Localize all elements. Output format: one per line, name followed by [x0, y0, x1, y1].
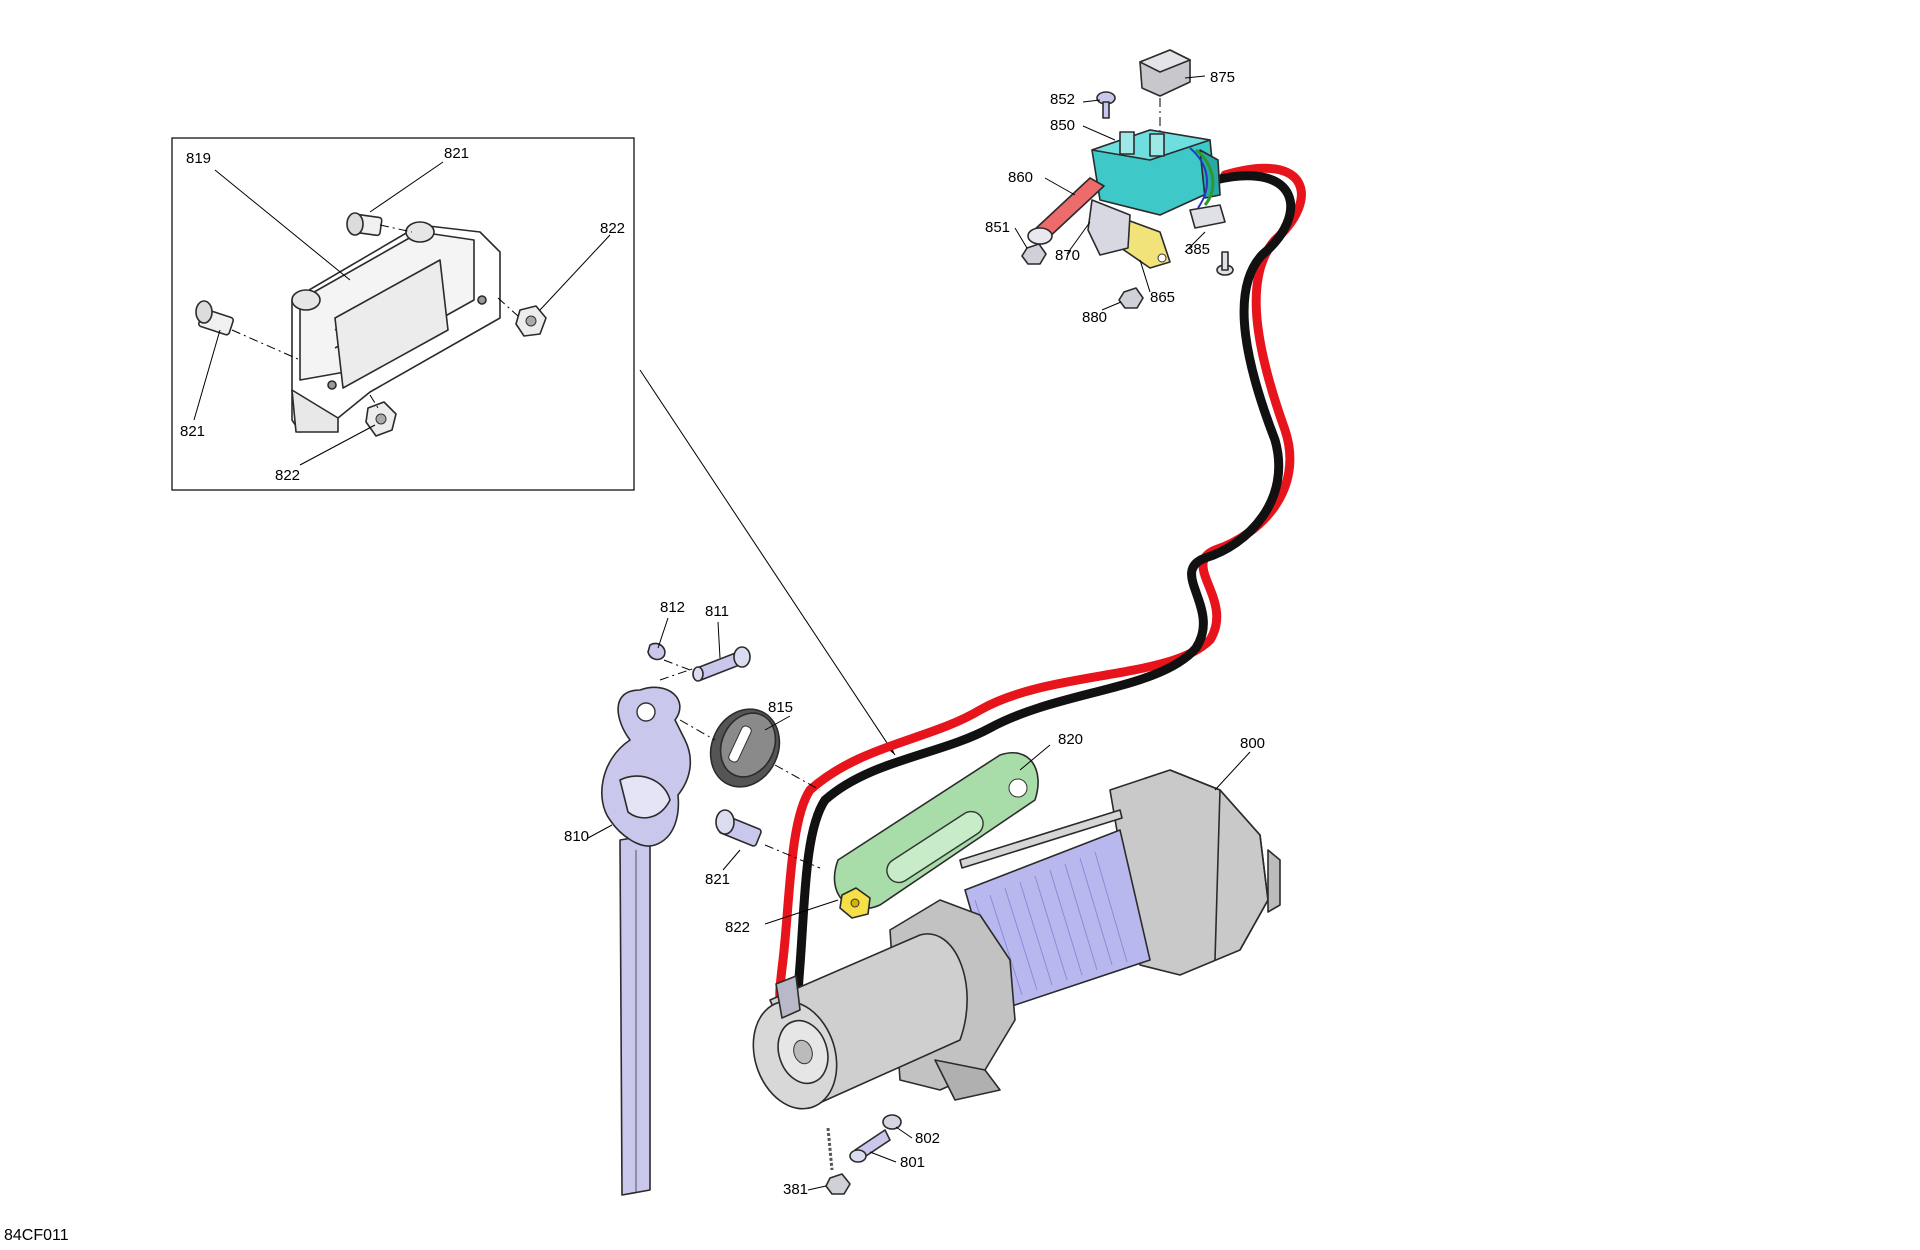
bolt-821	[715, 809, 762, 847]
inset-bolt-821-top	[346, 212, 383, 237]
inset-detail: 819 821 822 821 822	[171, 137, 635, 491]
label-865: 865	[1150, 289, 1175, 306]
bolt-801	[849, 1129, 891, 1163]
hook-strap-assembly: 812 811 815 810 821 822	[564, 599, 839, 1196]
nut-381	[825, 1173, 851, 1195]
contactor-assembly: 875 852 850 860 851 870 385 865 880	[985, 49, 1235, 326]
strap-810	[619, 834, 651, 1196]
label-801: 801	[900, 1154, 925, 1171]
label-860: 860	[1008, 169, 1033, 186]
label-821: 821	[705, 871, 730, 888]
label-811: 811	[705, 603, 729, 620]
clip-812	[647, 642, 666, 661]
label-815: 815	[768, 699, 793, 716]
inset-label-822-right: 822	[600, 220, 625, 237]
screw-852	[1096, 91, 1116, 119]
diagram-id-caption: 84CF011	[4, 1227, 69, 1244]
washer-802	[882, 1114, 902, 1130]
label-875: 875	[1210, 69, 1235, 86]
red-cable	[775, 163, 1306, 1015]
label-822: 822	[725, 919, 750, 936]
inset-label-819: 819	[186, 150, 211, 167]
label-851: 851	[985, 219, 1010, 236]
inset-label-822-bottom: 822	[275, 467, 300, 484]
screw-385	[1216, 251, 1234, 276]
hook-810	[601, 686, 692, 847]
battery-cables	[775, 163, 1306, 1020]
fairlead-820: 820	[833, 731, 1083, 919]
inset-label-821-top: 821	[444, 145, 469, 162]
label-880: 880	[1082, 309, 1107, 326]
black-cable	[793, 171, 1296, 1020]
winch-800: 800 802 801 381	[752, 735, 1281, 1198]
cover-875	[1139, 49, 1191, 97]
label-812: 812	[660, 599, 685, 616]
label-870: 870	[1055, 247, 1080, 264]
label-850: 850	[1050, 117, 1075, 134]
contactor-850	[1091, 129, 1221, 216]
inset-nut-822-right	[515, 305, 547, 337]
label-820: 820	[1058, 731, 1083, 748]
red-strap-860	[1027, 177, 1105, 245]
inset-label-821-bottom: 821	[180, 423, 205, 440]
cap-815	[709, 708, 781, 788]
nut-851	[1021, 243, 1047, 265]
bracket-385	[1189, 204, 1226, 229]
label-385: 385	[1185, 241, 1210, 258]
label-381: 381	[783, 1181, 808, 1198]
nut-880	[1118, 287, 1144, 309]
label-810: 810	[564, 828, 589, 845]
inset-pointer-line	[639, 369, 896, 756]
label-852: 852	[1050, 91, 1075, 108]
inset-roller-fairlead	[291, 221, 501, 433]
inset-nut-822-bottom	[365, 401, 397, 437]
inset-bolt-821-left	[195, 300, 235, 336]
label-802: 802	[915, 1130, 940, 1147]
label-800: 800	[1240, 735, 1265, 752]
bracket-870	[1087, 199, 1131, 256]
pin-811	[692, 646, 751, 682]
